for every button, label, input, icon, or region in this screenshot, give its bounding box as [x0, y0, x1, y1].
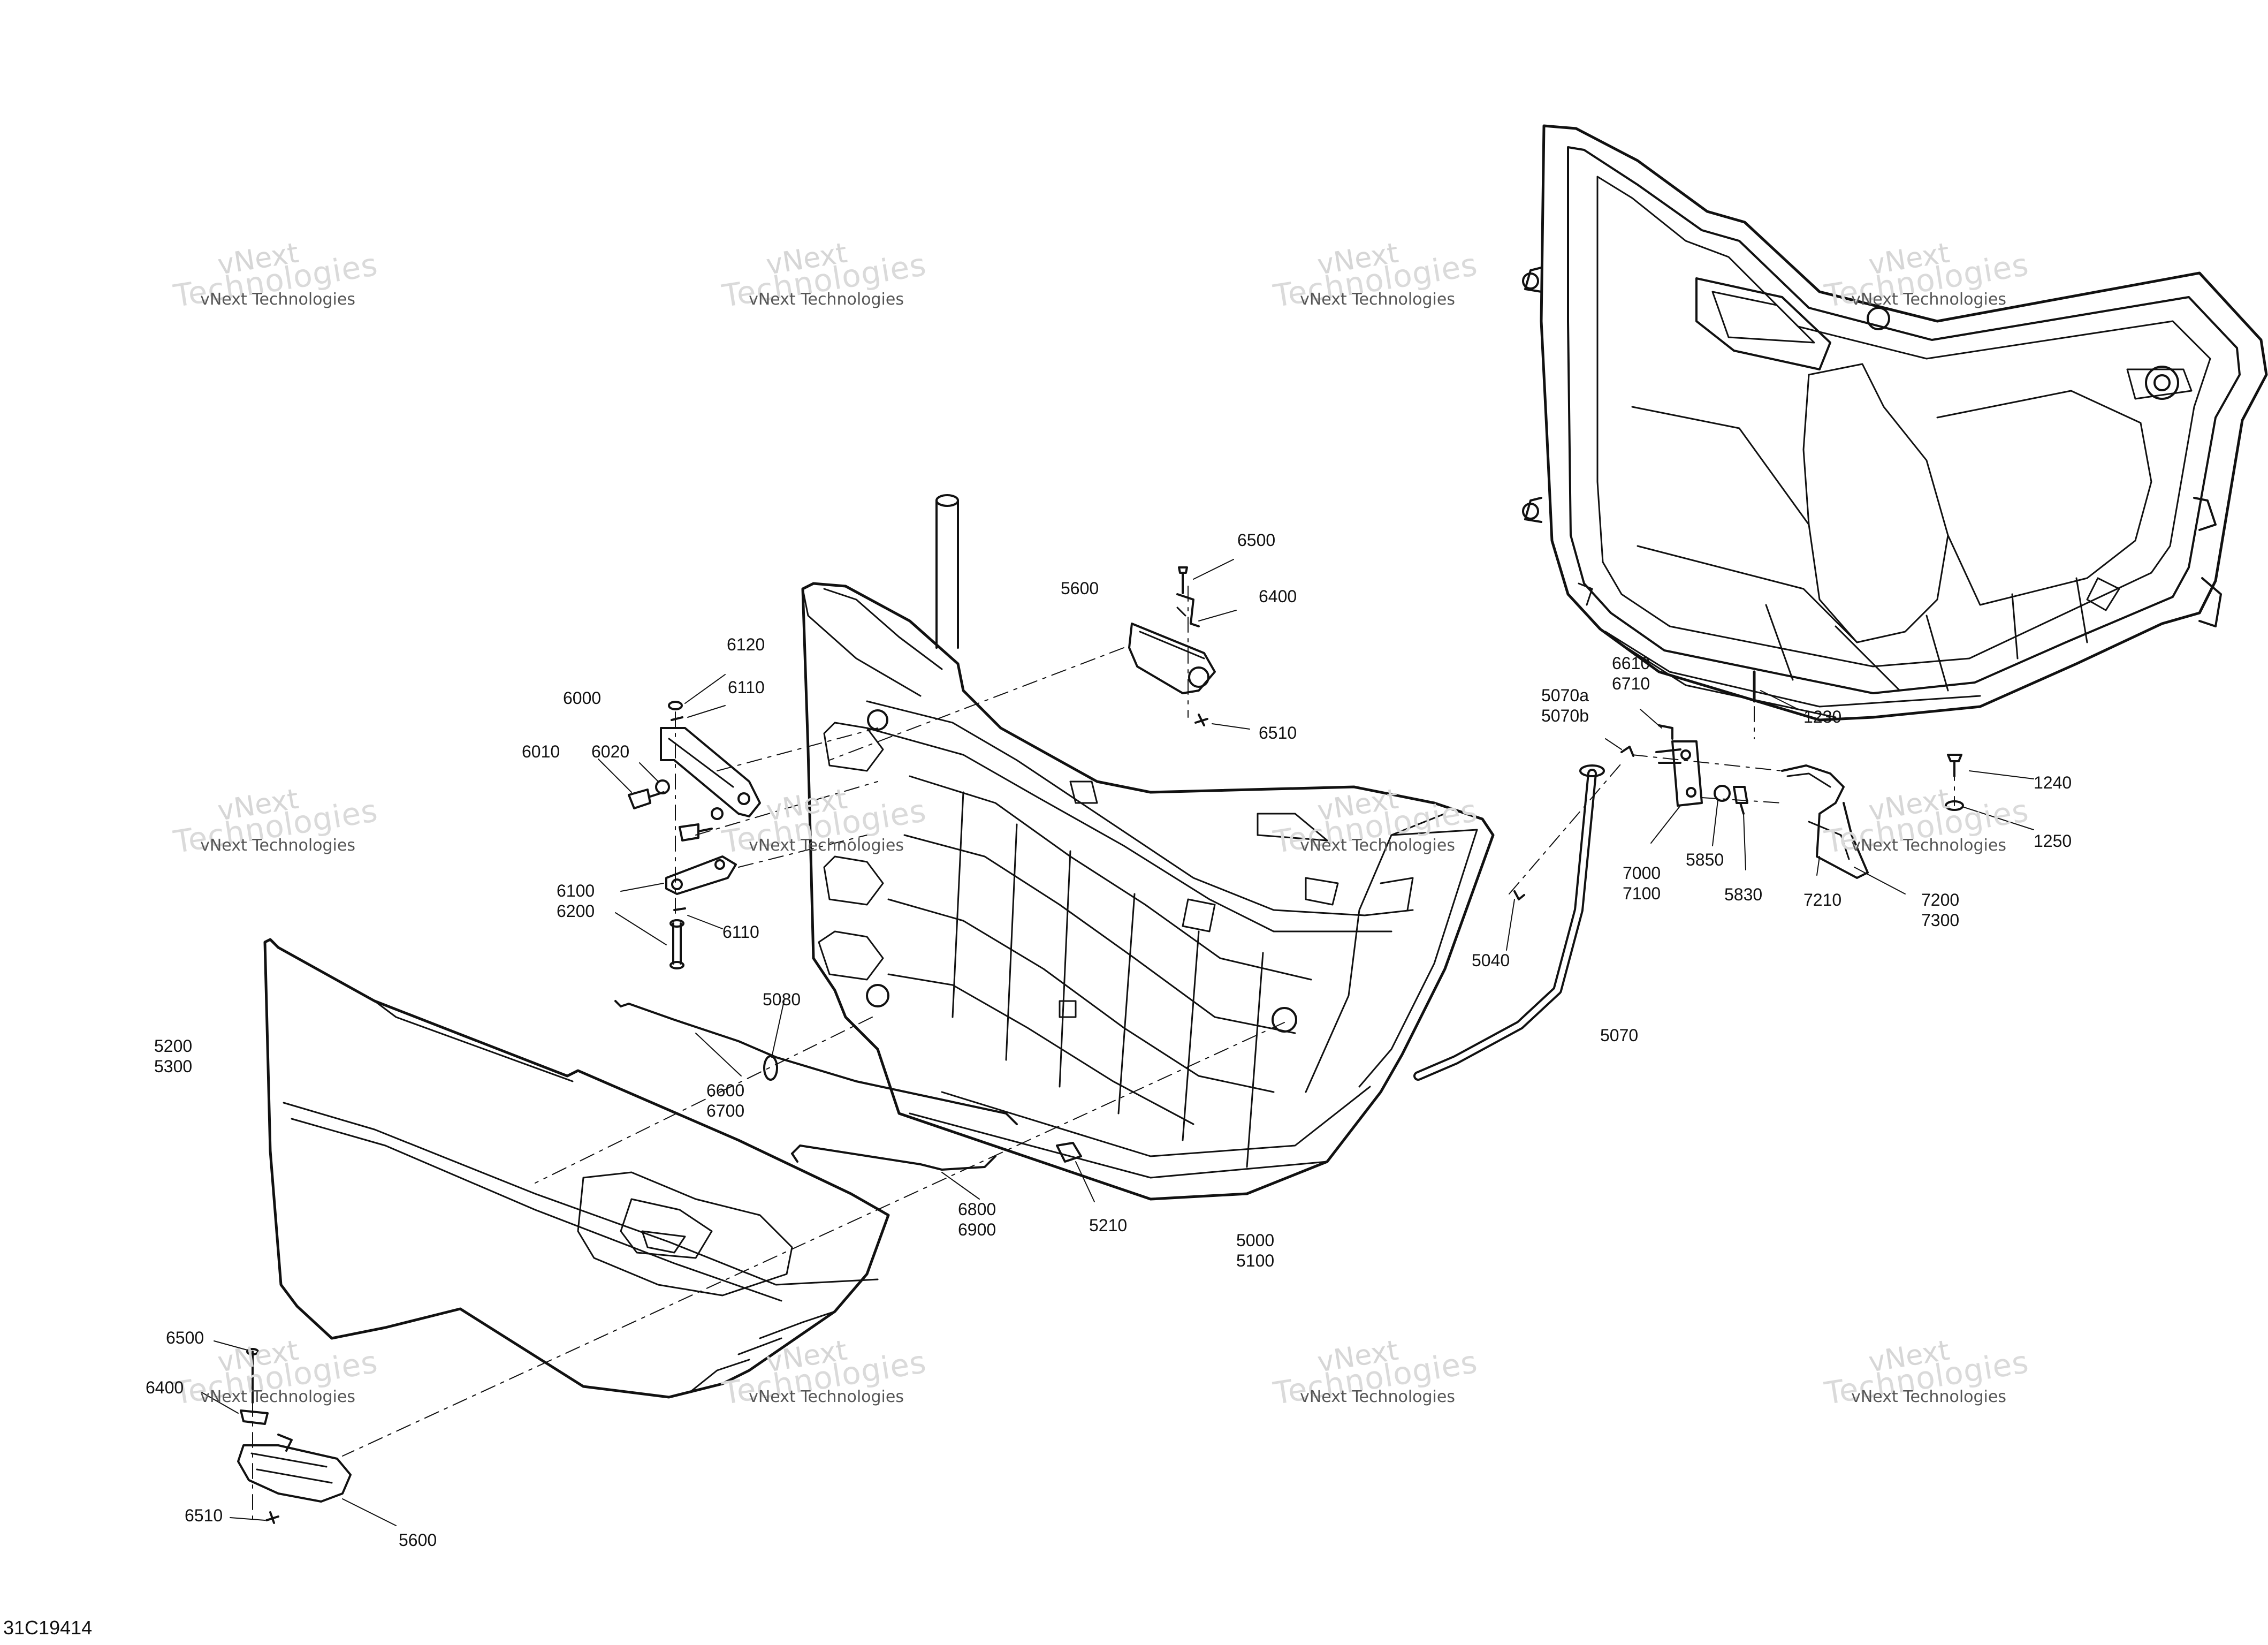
label-5100: 5100	[1236, 1251, 1275, 1270]
label-6110-lower: 6110	[722, 922, 759, 942]
label-6110-upper: 6110	[728, 678, 765, 697]
explode-lines	[252, 586, 1955, 1521]
pin-1230	[1753, 670, 1799, 710]
door-frame-part	[1522, 124, 2268, 722]
hinge-6000	[660, 727, 761, 817]
label-5830: 5830	[1724, 885, 1763, 904]
screw-6510-lower	[230, 1511, 279, 1524]
pin-6500-upper	[1178, 559, 1234, 594]
label-6800: 6800	[958, 1200, 996, 1219]
label-6020: 6020	[591, 742, 630, 761]
label-6900: 6900	[958, 1220, 996, 1239]
bolt-5830	[1733, 786, 1748, 870]
label-6400-lower: 6400	[146, 1378, 184, 1397]
label-6610: 6610	[1612, 654, 1650, 673]
bolt-6010	[598, 759, 665, 809]
clip-6400-upper	[1198, 610, 1237, 621]
rod-6600	[614, 1000, 1018, 1125]
label-6120: 6120	[727, 635, 765, 654]
label-6500-upper: 6500	[1237, 530, 1276, 550]
pin-6200	[615, 912, 684, 969]
door-skin-5200	[263, 938, 890, 1399]
label-1250: 1250	[2034, 831, 2072, 851]
bolt-hinge-lower	[679, 807, 724, 842]
label-5070: 5070	[1600, 1026, 1639, 1045]
pin-6500-lower	[214, 1340, 259, 1404]
label-1230: 1230	[1803, 707, 1842, 726]
label-7100: 7100	[1623, 884, 1661, 903]
label-5300: 5300	[154, 1057, 193, 1076]
label-6100: 6100	[557, 881, 595, 900]
label-6500-lower: 6500	[166, 1328, 204, 1347]
latch-7000	[1650, 740, 1703, 844]
label-5210: 5210	[1089, 1216, 1128, 1235]
clip-5070a	[1605, 738, 1634, 757]
label-5040: 5040	[1472, 951, 1510, 970]
label-6400-upper: 6400	[1259, 587, 1297, 606]
washer-6120	[668, 674, 726, 710]
clip-6400-lower	[200, 1391, 269, 1425]
rod-part	[935, 494, 959, 649]
bracket-6610	[1640, 709, 1673, 740]
clip-5210	[1056, 1142, 1095, 1202]
label-6700: 6700	[706, 1101, 745, 1120]
label-5070b: 5070b	[1541, 706, 1589, 725]
handle-5600-upper	[1128, 593, 1216, 694]
rod-6800	[791, 1144, 996, 1200]
label-5850: 5850	[1686, 850, 1724, 869]
label-7000: 7000	[1623, 863, 1661, 883]
label-5000: 5000	[1236, 1231, 1275, 1250]
label-5200: 5200	[154, 1036, 193, 1056]
label-7210: 7210	[1803, 890, 1842, 909]
clip-6110-lower	[673, 907, 723, 929]
label-7300: 7300	[1921, 911, 1960, 930]
label-5080: 5080	[763, 990, 801, 1009]
striker-7200	[1781, 764, 1906, 894]
label-5600-lower: 5600	[399, 1530, 437, 1550]
screw-6510-upper	[1194, 714, 1250, 730]
label-1240: 1240	[2034, 773, 2072, 792]
label-5600-upper: 5600	[1061, 579, 1099, 598]
label-5070a: 5070a	[1541, 686, 1589, 705]
seal-5070	[1413, 764, 1605, 1081]
label-7200: 7200	[1921, 890, 1960, 909]
label-6000: 6000	[563, 688, 602, 708]
door-panel-5000	[801, 582, 1495, 1201]
label-6510-upper: 6510	[1259, 723, 1297, 742]
clip-5040	[1506, 890, 1525, 951]
washer-5850	[1712, 785, 1731, 846]
label-6010: 6010	[522, 742, 560, 761]
handle-5600-lower	[237, 1434, 397, 1526]
label-6710: 6710	[1612, 674, 1650, 693]
label-6510-lower: 6510	[185, 1506, 223, 1525]
washer-6020	[639, 762, 670, 794]
figure-id: 31C19414	[3, 1617, 93, 1639]
clip-6110-upper	[671, 705, 726, 721]
grommet-5080	[763, 1000, 785, 1081]
washer-1250	[1945, 800, 2034, 830]
label-6600: 6600	[706, 1081, 745, 1100]
label-6200: 6200	[557, 901, 595, 921]
screw-1240	[1947, 754, 2034, 779]
hinge-6100	[620, 855, 737, 895]
